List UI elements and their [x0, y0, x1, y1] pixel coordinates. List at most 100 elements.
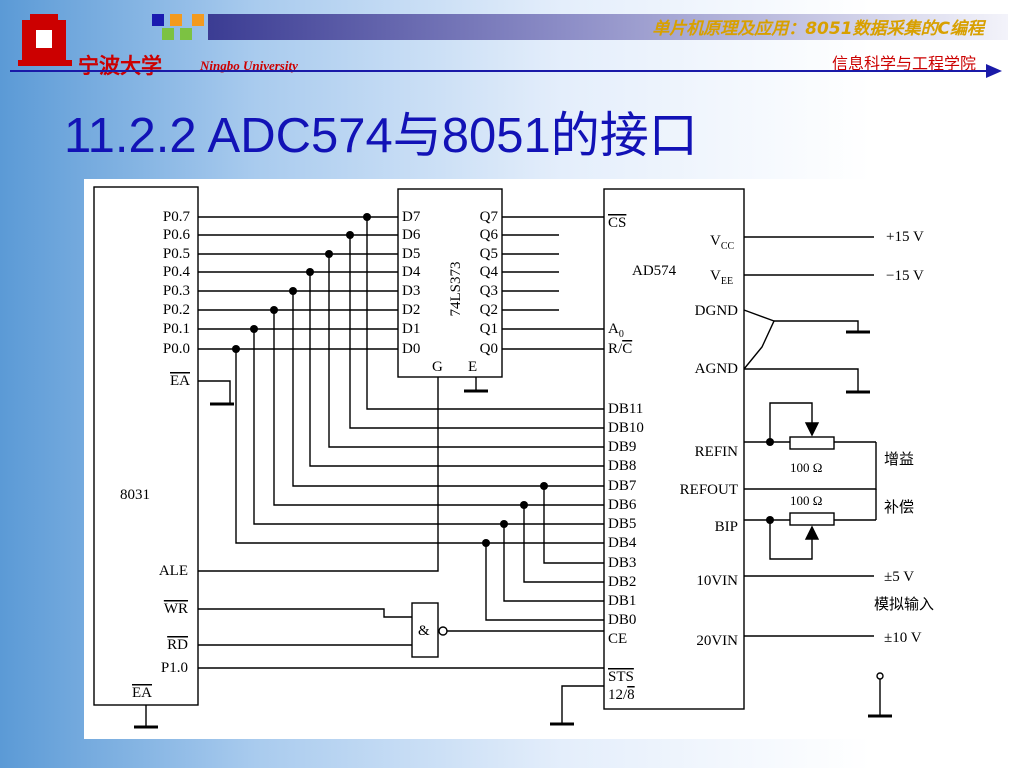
- cpu-port-label: P0.3: [163, 283, 190, 299]
- adc-db-label: DB6: [608, 497, 637, 513]
- university-logo-icon: [18, 14, 72, 66]
- university-name-english: Ningbo University: [200, 58, 298, 73]
- adc-agnd-label: AGND: [695, 361, 738, 377]
- offset-potentiometer: [744, 512, 876, 560]
- cpu-ea-label: EA: [170, 373, 190, 389]
- adc-block: [603, 188, 745, 710]
- latch-d-label: D3: [402, 283, 420, 299]
- cpu-port-label: P0.7: [163, 209, 191, 225]
- minus15-label: −15 V: [886, 268, 924, 284]
- adc-ce-label: CE: [608, 631, 627, 647]
- logo-square-orange: [170, 14, 182, 26]
- adc-db-label: DB7: [608, 478, 637, 494]
- pm5v-label: ±5 V: [884, 569, 914, 585]
- adc-db-label: DB2: [608, 574, 636, 590]
- cpu-port-label: P0.4: [163, 264, 191, 280]
- latch-d-label: D2: [402, 302, 420, 318]
- gain-potentiometer: [744, 402, 876, 450]
- adc-refout-label: REFOUT: [680, 482, 738, 498]
- adc-db-label: DB5: [608, 516, 636, 532]
- adc-refin-label: REFIN: [695, 444, 739, 460]
- junction-dots: [232, 213, 774, 547]
- adc-bip-label: BIP: [715, 519, 738, 535]
- header-divider-line: [10, 70, 986, 72]
- circuit-diagram: P0.7 P0.6 P0.5 P0.4 P0.3 P0.2 P0.1 P0.0 …: [84, 179, 990, 739]
- data-bus-taps: [235, 217, 604, 621]
- university-name: 宁波大学: [78, 54, 162, 78]
- adc-db-label: DB0: [608, 612, 636, 628]
- latch-g-label: G: [432, 359, 443, 375]
- cpu-rd-label: RD: [167, 637, 188, 653]
- cpu-port-label: P0.5: [163, 246, 190, 262]
- latch-d-label: D0: [402, 341, 420, 357]
- department-name: 信息科学与工程学院: [831, 54, 976, 73]
- latch-d-label: D1: [402, 321, 420, 337]
- latch-q-label: Q7: [480, 209, 499, 225]
- logo-square-green-2: [180, 28, 192, 40]
- latch-name-label: 74LS373: [448, 261, 464, 316]
- cpu-port-label: P0.0: [163, 341, 190, 357]
- gate-inverter-bubble: [438, 626, 448, 636]
- latch-q-label: Q1: [480, 321, 498, 337]
- adc-rc-label: R/C: [608, 341, 632, 357]
- analog-input-label: 模拟输入: [874, 596, 934, 613]
- ea-ground-line: [198, 380, 231, 403]
- cpu-p10-label: P1.0: [161, 660, 188, 676]
- adc-power-lines: [743, 236, 874, 394]
- adc-db-label: DB3: [608, 555, 636, 571]
- adc-128-label: 12/8: [608, 687, 635, 703]
- latch-d-label: D5: [402, 246, 420, 262]
- adc-db-label: DB9: [608, 439, 636, 455]
- latch-q-label: Q3: [480, 283, 498, 299]
- latch-q-label: Q5: [480, 246, 498, 262]
- cpu-wr-label: WR: [164, 601, 188, 617]
- logo-square-blue: [152, 14, 164, 26]
- adc-sts-label: STS: [608, 669, 634, 685]
- adc-db-label: DB8: [608, 458, 636, 474]
- resistor1-label: 100 Ω: [790, 460, 822, 475]
- ale-line: [198, 377, 439, 572]
- analog-ground-symbol: [868, 672, 892, 718]
- adc-20vin-label: 20VIN: [696, 633, 738, 649]
- cpu-port-label: P0.1: [163, 321, 190, 337]
- adc-db-label: DB4: [608, 535, 637, 551]
- arrow-right-icon: [986, 64, 1002, 78]
- port-bus-lines: [198, 216, 398, 350]
- header-gradient-bar: [208, 14, 1008, 40]
- latch-d-label: D6: [402, 227, 421, 243]
- plus15-label: +15 V: [886, 229, 924, 245]
- latch-d-label: D7: [402, 209, 421, 225]
- cpu-port-label: P0.2: [163, 302, 190, 318]
- cpu-name-label: 8031: [120, 487, 150, 503]
- and-gate: [411, 602, 439, 658]
- latch-block: [397, 188, 503, 378]
- adc-10vin-label: 10VIN: [696, 573, 738, 589]
- latch-q-lines: [502, 216, 604, 350]
- adc-vee-label: VEE: [710, 268, 733, 287]
- adc-vcc-label: VCC: [710, 233, 735, 252]
- gate-symbol-label: &: [418, 623, 430, 639]
- logo-square-green: [162, 28, 174, 40]
- course-title: 单片机原理及应用：8051数据采集的C编程: [652, 19, 984, 39]
- adc-name-label: AD574: [632, 263, 677, 279]
- adc-db-label: DB11: [608, 401, 643, 417]
- gain-label: 增益: [884, 451, 914, 468]
- adc-db-label: DB1: [608, 593, 636, 609]
- latch-d-label: D4: [402, 264, 421, 280]
- cpu-ale-label: ALE: [159, 563, 188, 579]
- wr-line: [198, 608, 412, 618]
- latch-q-label: Q2: [480, 302, 498, 318]
- latch-q-label: Q0: [480, 341, 498, 357]
- latch-q-label: Q6: [480, 227, 499, 243]
- latch-q-label: Q4: [480, 264, 499, 280]
- compensation-label: 补偿: [884, 499, 914, 516]
- adc-a0-label: A0: [608, 321, 624, 340]
- logo-square-orange-2: [192, 14, 204, 26]
- slide-title: 11.2.2 ADC574与8051的接口: [64, 109, 698, 163]
- pm10v-label: ±10 V: [884, 630, 922, 646]
- cpu-port-label: P0.6: [163, 227, 191, 243]
- adc-dgnd-label: DGND: [695, 303, 738, 319]
- circuit-schematic: P0.7 P0.6 P0.5 P0.4 P0.3 P0.2 P0.1 P0.0 …: [93, 186, 934, 729]
- latch-e-label: E: [468, 359, 477, 375]
- cpu-ea2-label: EA: [132, 685, 152, 701]
